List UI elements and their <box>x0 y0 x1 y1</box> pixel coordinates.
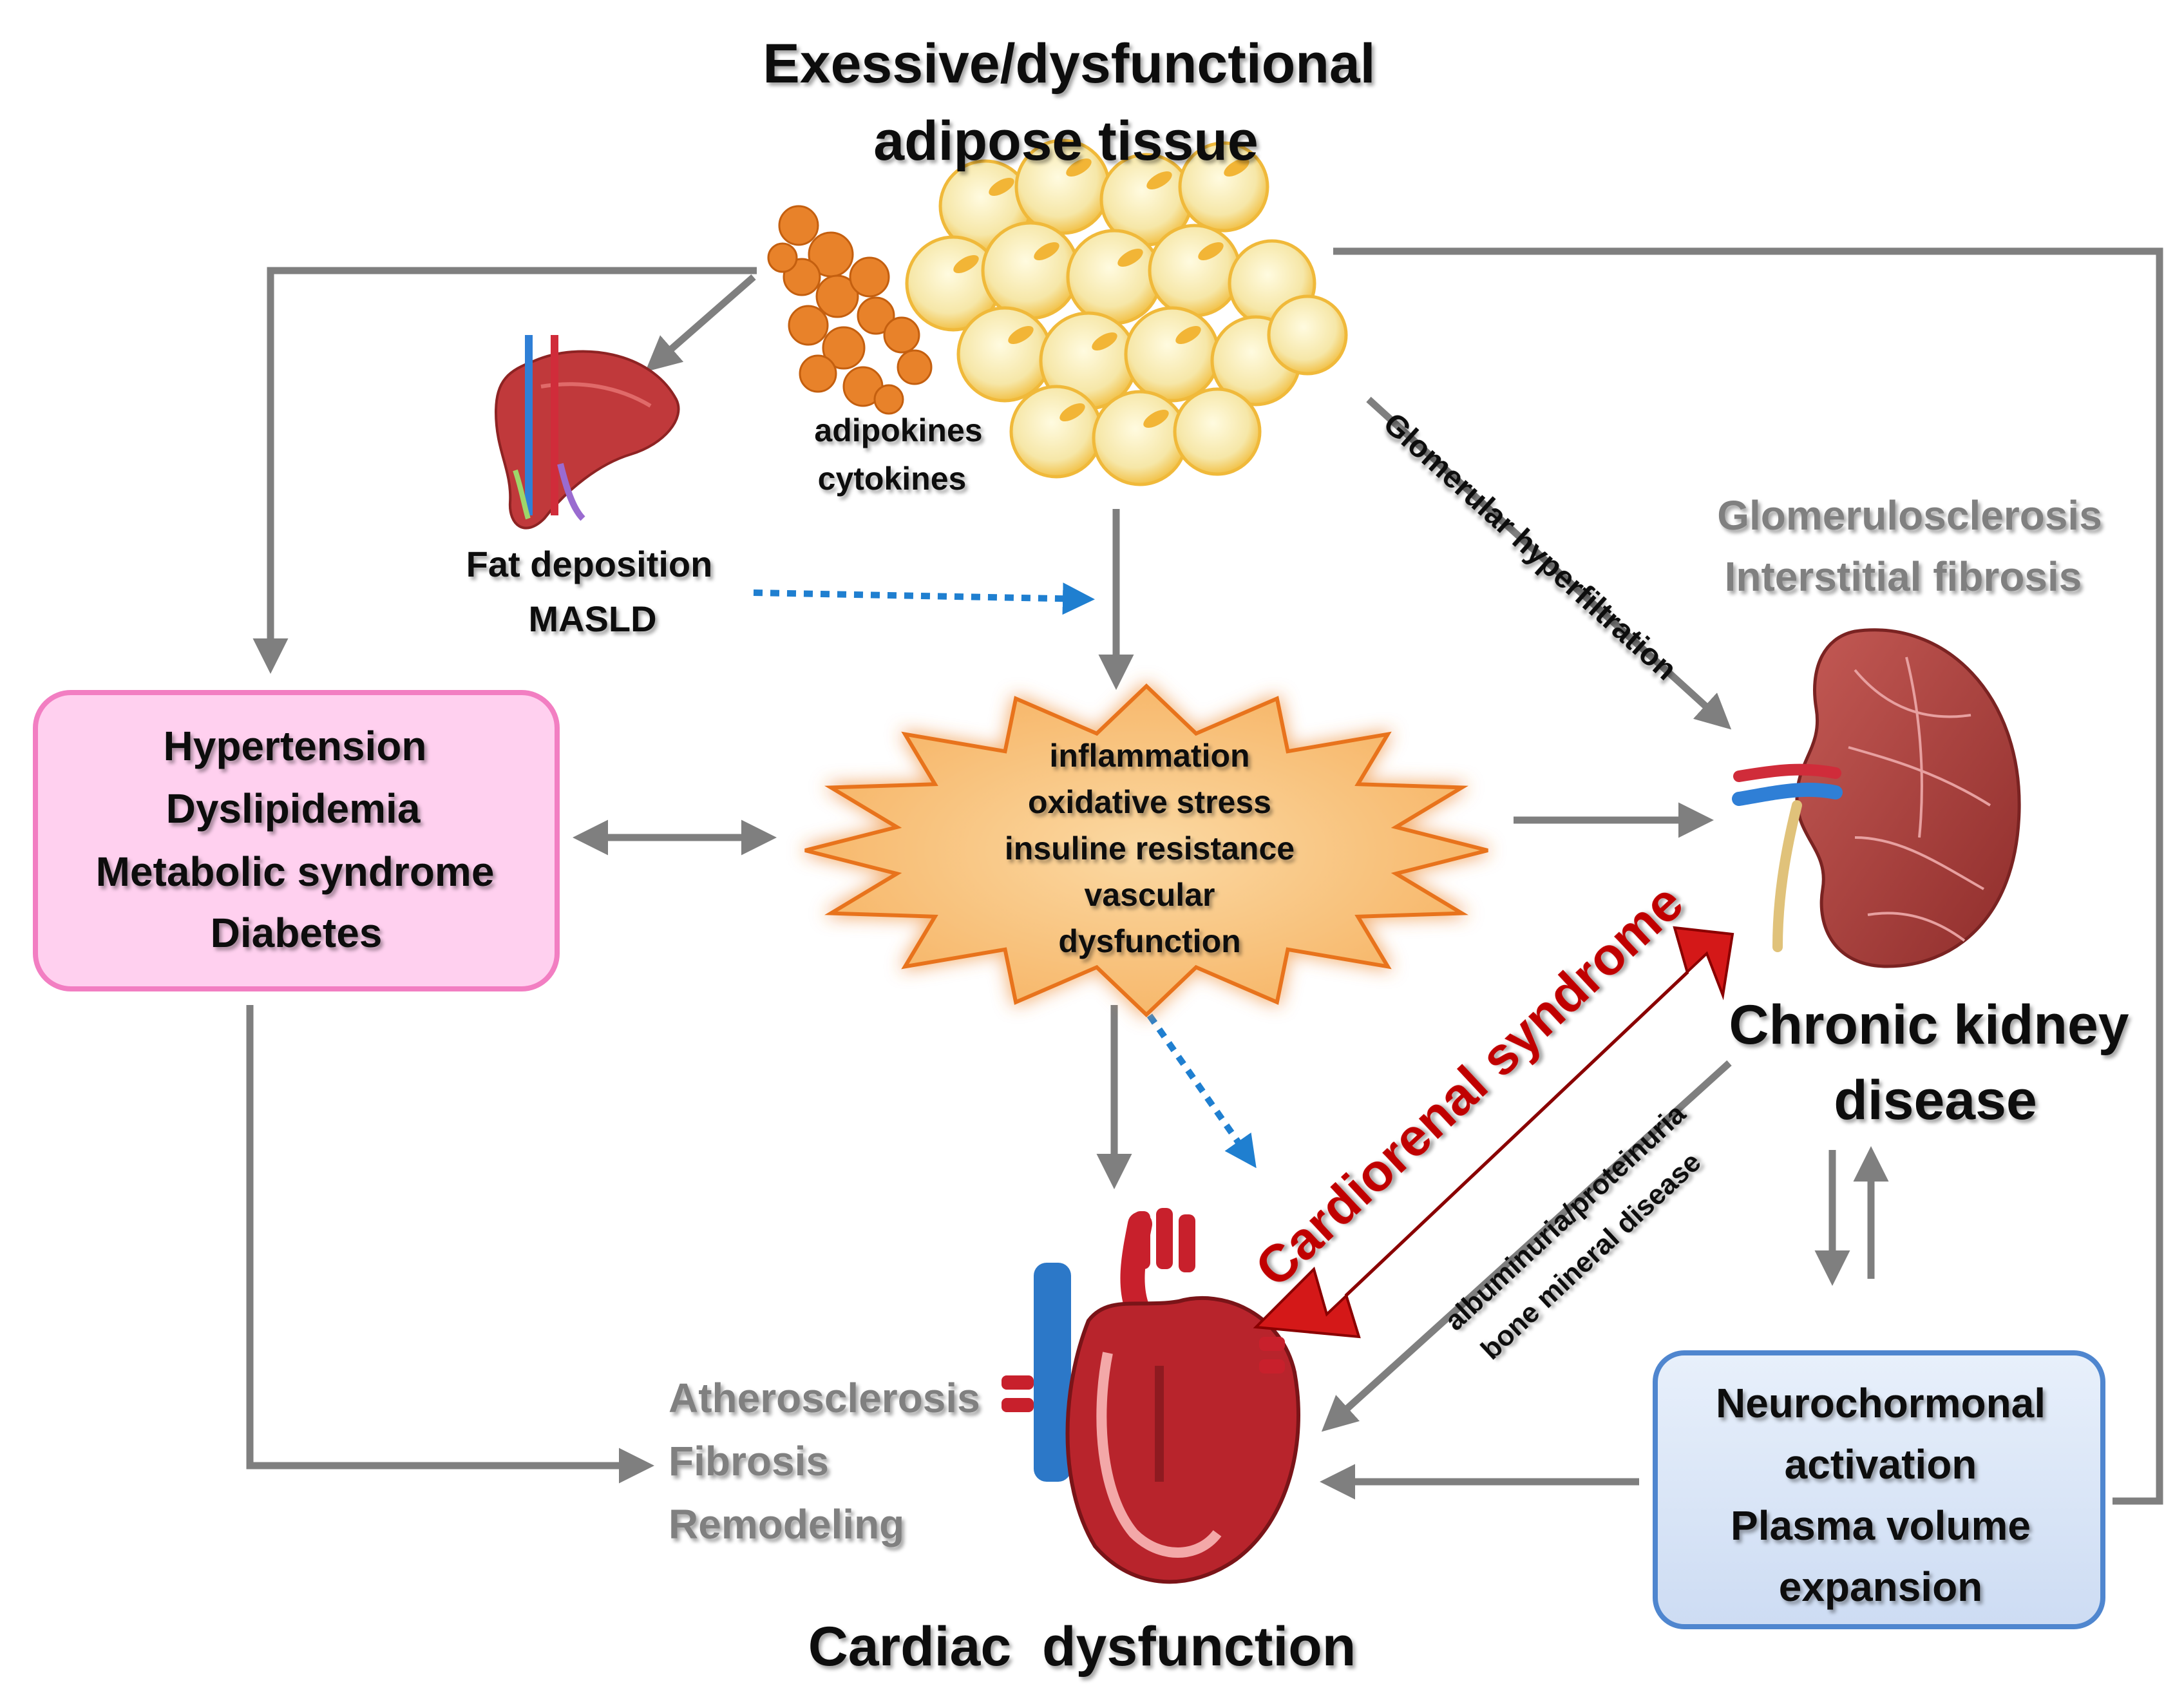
kidney-icon <box>1732 628 2021 968</box>
adipose-title-line2: adipose tissue <box>873 110 1258 172</box>
fat-deposition-label: Fat deposition <box>466 544 713 584</box>
neuro-box-line2: activation <box>1785 1441 1977 1488</box>
risk-box-line4: Diabetes <box>211 910 383 956</box>
adipokines-label: adipokines <box>814 412 982 448</box>
interstitial-fibrosis-label: Interstitial fibrosis <box>1725 553 2082 600</box>
adipose-tissue-illustration <box>767 139 1348 486</box>
starburst-line5: dysfunction <box>1058 923 1240 959</box>
cardiorenal-double-arrow <box>1253 926 1734 1339</box>
arrow-adipose-to-liver <box>645 274 756 372</box>
liver-icon <box>494 335 680 530</box>
risk-box-line3: Metabolic syndrome <box>96 848 495 895</box>
ckd-title-line1: Chronic kidney <box>1729 994 2129 1056</box>
arrow-kidney-to-heart-albuminuria <box>1321 1060 1732 1432</box>
masld-label: MASLD <box>528 598 656 639</box>
adipokine-cluster-icon <box>767 205 933 415</box>
connector-arrows <box>246 247 2163 1505</box>
arrow-glomerular-hyperfiltration <box>1366 396 1732 730</box>
starburst-line1: inflammation <box>1049 738 1249 774</box>
fibrosis-label: Fibrosis <box>669 1438 829 1484</box>
fat-cell-nuclei <box>953 158 1249 428</box>
dotted-arrows <box>753 582 1257 1169</box>
risk-box-line2: Dyslipidemia <box>166 785 421 832</box>
ckd-title-line2: disease <box>1834 1069 2037 1131</box>
cytokines-label: cytokines <box>818 461 967 497</box>
glomerular-hyperfiltration-label: Glomerular hyperfiltration <box>1377 407 1683 687</box>
risk-factors-box <box>33 690 560 991</box>
adipose-title-line1: Exessive/dysfunctional <box>763 33 1375 95</box>
remodeling-label: Remodeling <box>669 1501 904 1547</box>
mechanisms-starburst <box>804 683 1488 1018</box>
risk-box-line1: Hypertension <box>164 723 427 769</box>
neuro-box-line1: Neurochormonal <box>1716 1380 2046 1426</box>
glomerulosclerosis-label: Glomerulosclerosis <box>1717 492 2102 539</box>
text-labels: Exessive/dysfunctional adipose tissue ad… <box>96 33 2129 1678</box>
arrow-liver-to-starburst-dotted <box>753 582 1095 615</box>
starburst-line3: insuline resistance <box>1005 830 1295 866</box>
cardiac-dysfunction-title: Cardiac dysfunction <box>808 1616 1356 1678</box>
starburst-line4: vascular <box>1085 877 1215 913</box>
arrow-adipose-right-rail <box>1333 247 2163 1505</box>
arrow-starburst-to-heart-dotted <box>1137 1000 1257 1169</box>
neuro-box-line3: Plasma volume <box>1731 1502 2031 1549</box>
neurohormonal-box <box>1653 1350 2105 1629</box>
starburst-line2: oxidative stress <box>1028 784 1271 820</box>
arrow-adipose-to-risk-box <box>252 267 757 674</box>
neuro-box-line4: expansion <box>1779 1564 1983 1610</box>
heart-icon <box>1002 1208 1300 1584</box>
arrow-risk-box-to-heart <box>246 1005 654 1484</box>
atherosclerosis-label: Atherosclerosis <box>669 1375 980 1421</box>
